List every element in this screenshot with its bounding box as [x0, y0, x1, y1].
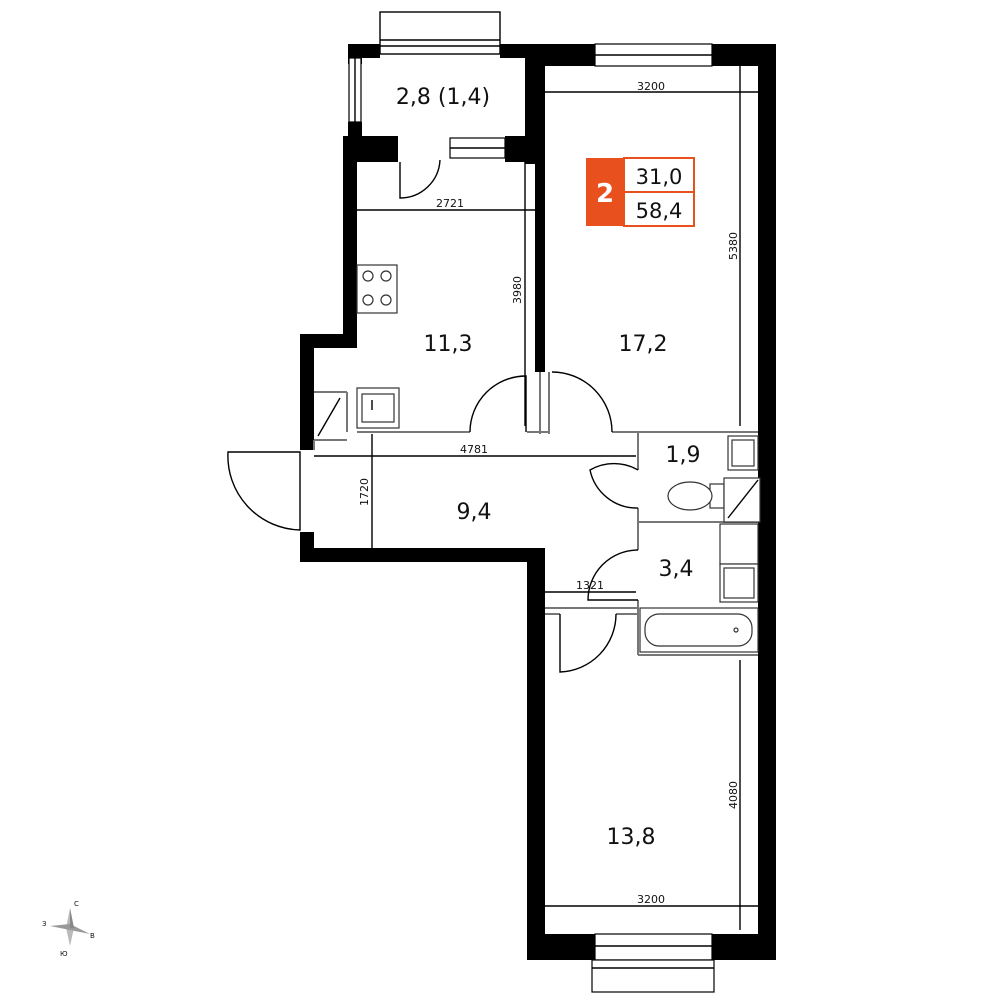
- badge-living-area: 31,0: [636, 165, 683, 189]
- badge-total-area: 58,4: [636, 199, 683, 223]
- dimension-hallway-height: 1720: [358, 478, 371, 506]
- room-area-bedroom: 13,8: [607, 825, 656, 850]
- doors: [227, 159, 639, 673]
- room-area-balcony: 2,8 (1,4): [396, 85, 490, 110]
- compass-south: Ю: [60, 950, 68, 958]
- dimension-bedroom-height: 4080: [727, 781, 740, 809]
- room-area-toilet: 1,9: [666, 443, 701, 468]
- exterior-walls: [300, 44, 776, 960]
- apartment-badge: 2 31,0 58,4: [586, 157, 695, 227]
- room-area-kitchen: 11,3: [424, 332, 473, 357]
- fixtures: [356, 264, 761, 653]
- dimension-kitchen-height: 3980: [511, 276, 524, 304]
- room-area-hallway: 9,4: [457, 500, 492, 525]
- dimension-bedroom-width-bottom: 3200: [637, 893, 665, 906]
- windows: [348, 11, 715, 993]
- badge-room-count: 2: [596, 179, 614, 209]
- dimension-corridor-width: 1321: [576, 579, 604, 592]
- room-area-living-room: 17,2: [619, 332, 668, 357]
- compass-north: С: [74, 900, 79, 908]
- stove-icon: [356, 264, 398, 314]
- dimension-hallway-width: 4781: [460, 443, 488, 456]
- room-area-bathroom: 3,4: [659, 557, 694, 582]
- compass-east: В: [90, 932, 95, 940]
- dimension-living-width-top: 3200: [637, 80, 665, 93]
- compass-icon: С З В Ю: [42, 900, 95, 958]
- dimension-living-height: 5380: [727, 232, 740, 260]
- dimension-kitchen-width: 2721: [436, 197, 464, 210]
- dimension-lines: [314, 66, 758, 930]
- compass-west: З: [42, 920, 47, 928]
